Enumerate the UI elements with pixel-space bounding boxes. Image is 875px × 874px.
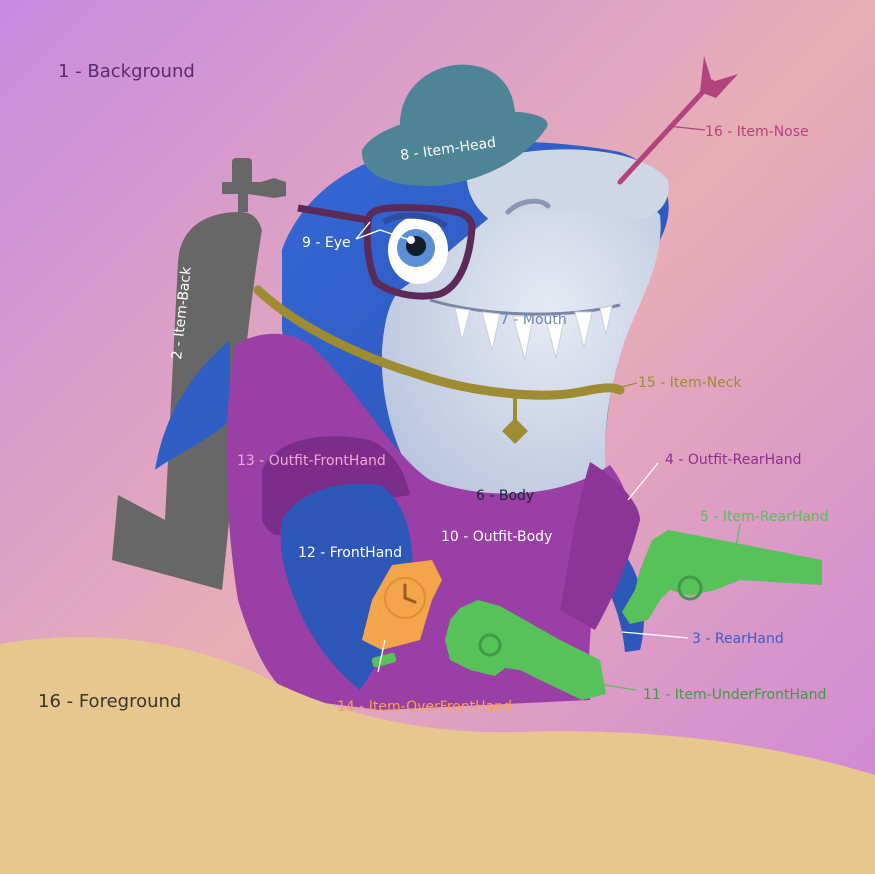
glasses: [297, 204, 476, 300]
revolver-item-under-front-hand: [445, 600, 606, 700]
gold-chain-item-neck: [253, 285, 625, 444]
shark-snout: [466, 149, 669, 220]
foreground-sand-layer: [0, 637, 875, 874]
label-foreground: 16 - Foreground: [38, 691, 181, 712]
label-body: 6 - Body: [476, 488, 534, 504]
leader-lines: [355, 125, 741, 691]
label-item-under-front-hand: 11 - Item-UnderFrontHand: [643, 687, 826, 703]
hat-item-head: [361, 64, 548, 186]
label-item-nose: 16 - Item-Nose: [705, 124, 809, 140]
label-mouth: 7 - Mouth: [500, 312, 567, 328]
label-background: 1 - Background: [58, 61, 195, 82]
revolver-item-rear-hand: [622, 530, 822, 624]
arrow-item-nose: [617, 56, 738, 185]
label-item-rear-hand: 5 - Item-RearHand: [700, 509, 829, 525]
label-front-hand: 12 - FrontHand: [298, 545, 402, 561]
watch-item-over-front-hand: [362, 560, 442, 668]
label-item-neck: 15 - Item-Neck: [638, 375, 742, 391]
mouth-layer: [429, 298, 621, 361]
nostril: [505, 198, 551, 215]
label-rear-hand: 3 - RearHand: [692, 631, 784, 647]
label-item-over-front-hand: 14 - Item-OverFrontHand: [337, 699, 512, 715]
label-eye: 9 - Eye: [302, 235, 351, 251]
rear-fin: [155, 340, 230, 470]
outfit-rear-hand-layer: [560, 462, 640, 630]
label-outfit-body: 10 - Outfit-Body: [441, 529, 552, 545]
label-outfit-front-hand: 13 - Outfit-FrontHand: [237, 453, 386, 469]
label-outfit-rear-hand: 4 - Outfit-RearHand: [665, 452, 802, 468]
